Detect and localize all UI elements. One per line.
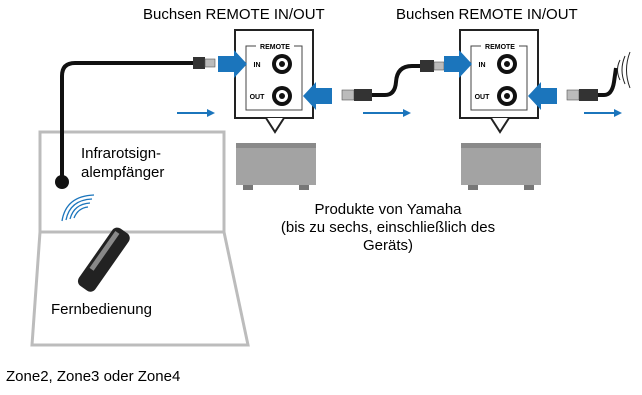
cable-continuation-icon bbox=[617, 51, 631, 89]
panel-2-out-label: OUT bbox=[475, 94, 491, 101]
zone-frame bbox=[30, 130, 250, 347]
panel-1-out-label: OUT bbox=[250, 94, 266, 101]
ir-receiver-cable bbox=[60, 61, 197, 180]
products-label-2: (bis zu sechs, einschließlich des bbox=[280, 219, 496, 236]
remote-control bbox=[61, 194, 130, 292]
products-label-1: Produkte von Yamaha bbox=[314, 201, 462, 218]
panel-1-in-label: IN bbox=[254, 62, 261, 69]
yamaha-unit-1 bbox=[236, 143, 316, 190]
jack-label-right: Buchsen REMOTE IN/OUT bbox=[396, 6, 578, 23]
link-cable-1 bbox=[341, 60, 445, 101]
panel-2-in-label: IN bbox=[479, 62, 486, 69]
ir-signal-icon bbox=[61, 194, 95, 222]
remote-panel-2: REMOTE IN OUT bbox=[459, 29, 539, 134]
plug-ir-in bbox=[193, 57, 216, 69]
flow-arrows bbox=[177, 109, 622, 117]
zone-label: Zone2, Zone3 oder Zone4 bbox=[6, 368, 181, 385]
ir-receiver-label-1: Infrarotsign- bbox=[81, 145, 162, 162]
ir-receiver-label-2: alempfänger bbox=[81, 164, 165, 181]
panel-2-title: REMOTE bbox=[485, 44, 515, 51]
products-label-3: Geräts) bbox=[362, 237, 413, 254]
jack-label-left: Buchsen REMOTE IN/OUT bbox=[143, 6, 325, 23]
ir-receiver-dot bbox=[55, 175, 69, 189]
signal-arrows bbox=[218, 50, 557, 110]
panel-1-title: REMOTE bbox=[260, 44, 290, 51]
link-cable-2 bbox=[566, 51, 631, 101]
remote-control-label: Fernbedienung bbox=[51, 301, 152, 318]
remote-panel-1: REMOTE IN OUT bbox=[234, 29, 314, 134]
yamaha-unit-2 bbox=[461, 143, 541, 190]
